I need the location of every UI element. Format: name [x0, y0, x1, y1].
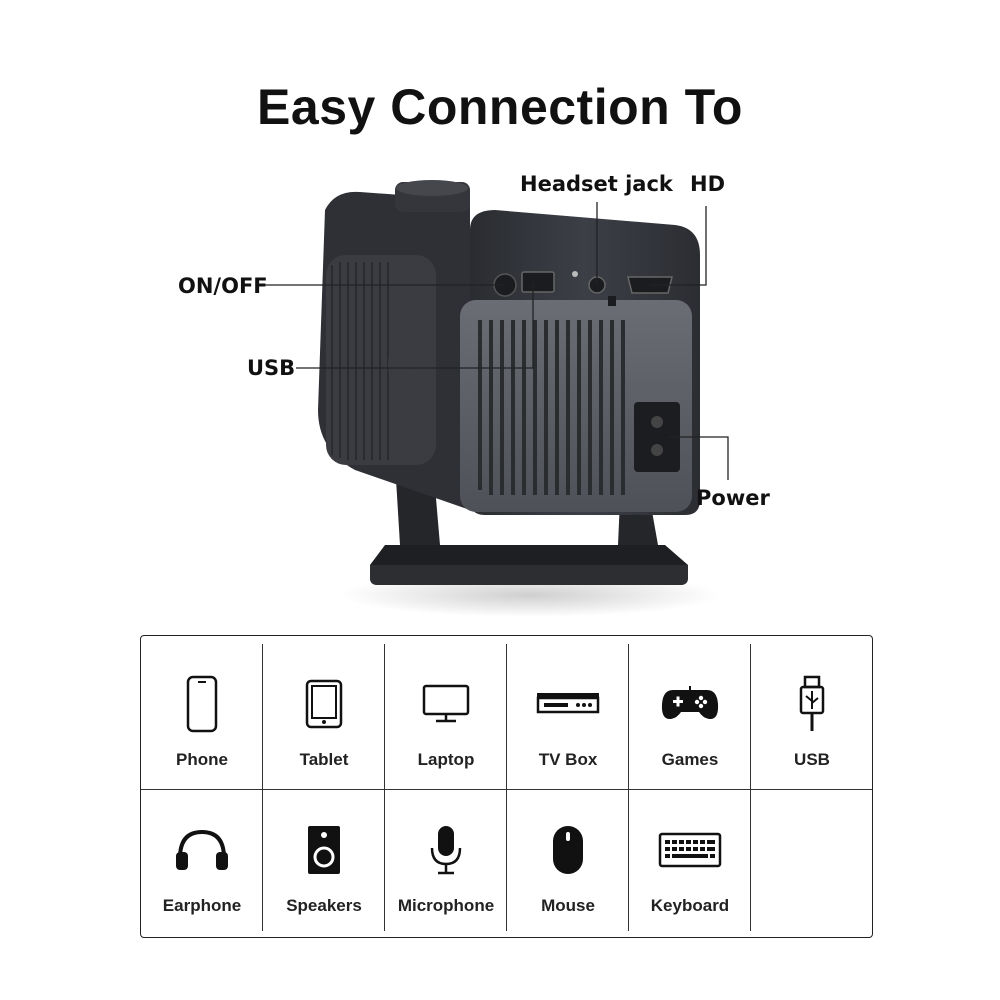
device-label: TV Box: [538, 750, 598, 769]
usb-icon: [798, 670, 826, 738]
device-label: Speakers: [286, 896, 362, 915]
device-laptop: Laptop: [385, 636, 507, 784]
device-tv-box: TV Box: [507, 636, 629, 784]
tv-box-icon: [536, 670, 600, 738]
laptop-icon: [421, 670, 471, 738]
headphones-icon: [174, 816, 230, 884]
callout-power: Power: [696, 486, 770, 510]
grid-divider: [750, 644, 751, 931]
keyboard-icon: [658, 816, 722, 884]
callout-usb: USB: [247, 356, 296, 380]
device-label: USB: [794, 750, 830, 769]
device-speakers: Speakers: [263, 782, 385, 930]
device-keyboard: Keyboard: [629, 782, 751, 930]
device-games: Games: [629, 636, 751, 784]
speaker-icon: [307, 816, 341, 884]
grid-divider: [384, 644, 385, 931]
microphone-icon: [428, 816, 464, 884]
device-tablet: Tablet: [263, 636, 385, 784]
callout-hd: HD: [690, 172, 726, 196]
device-microphone: Microphone: [385, 782, 507, 930]
projector-image: [264, 180, 729, 617]
grid-divider: [628, 644, 629, 931]
device-label: Phone: [176, 750, 228, 769]
callout-headset-jack: Headset jack: [520, 172, 673, 196]
callout-on-off: ON/OFF: [178, 274, 268, 298]
device-phone: Phone: [141, 636, 263, 784]
device-label: Laptop: [417, 750, 475, 769]
page-title: Easy Connection To: [257, 79, 743, 135]
tablet-icon: [305, 670, 343, 738]
device-label: Earphone: [162, 896, 242, 915]
device-label: Mouse: [541, 896, 595, 915]
device-mouse: Mouse: [507, 782, 629, 930]
device-label: Tablet: [299, 750, 349, 769]
mouse-icon: [552, 816, 584, 884]
device-earphone: Earphone: [141, 782, 263, 930]
grid-divider: [141, 789, 872, 790]
device-label: Games: [661, 750, 719, 769]
device-grid: Phone Tablet Laptop TV Box Games USB: [140, 635, 873, 938]
phone-icon: [186, 670, 218, 738]
grid-divider: [262, 644, 263, 931]
grid-divider: [506, 644, 507, 931]
device-usb: USB: [751, 636, 873, 784]
device-label: Keyboard: [650, 896, 730, 915]
gamepad-icon: [661, 670, 719, 738]
device-label: Microphone: [397, 896, 495, 915]
